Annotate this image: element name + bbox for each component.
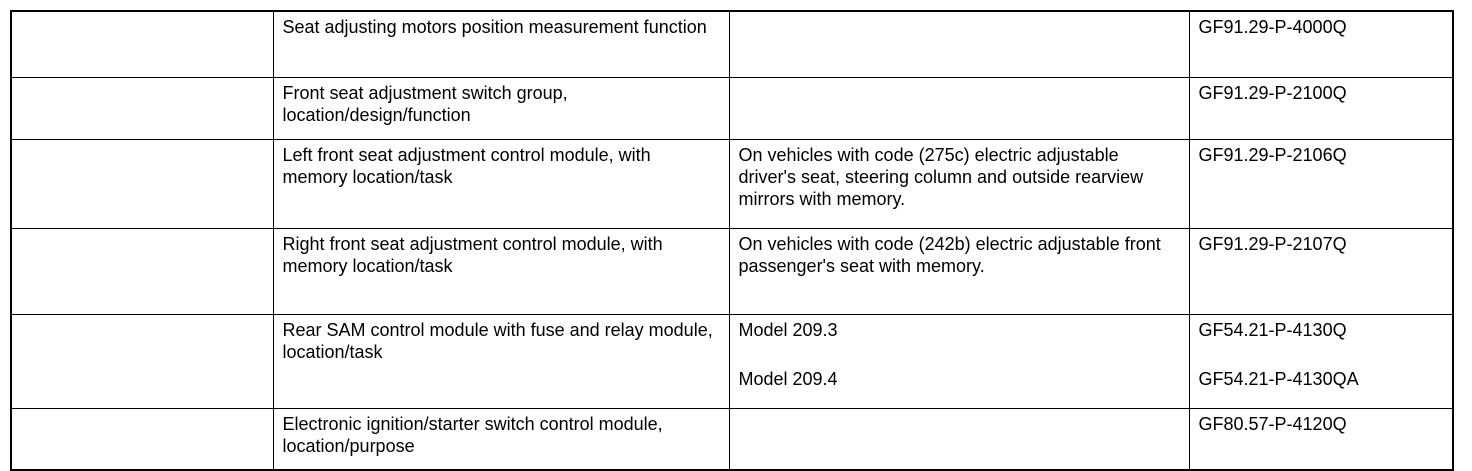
row-description-cell: Electronic ignition/starter switch contr…	[272, 408, 730, 471]
row-note-cell: On vehicles with code (242b) electric ad…	[728, 228, 1190, 315]
table-row: Electronic ignition/starter switch contr…	[10, 408, 1454, 471]
reference-table: Seat adjusting motors position measureme…	[10, 10, 1454, 471]
docref-secondary-text: GF54.21-P-4130QA	[1198, 369, 1359, 389]
row-docref-cell: GF80.57-P-4120Q	[1188, 408, 1454, 471]
row-blank-cell	[10, 314, 274, 409]
note-text: On vehicles with code (242b) electric ad…	[738, 234, 1166, 276]
row-docref-cell: GF91.29-P-2107Q	[1188, 228, 1454, 315]
table-row: Seat adjusting motors position measureme…	[10, 10, 1454, 78]
row-description-cell: Rear SAM control module with fuse and re…	[272, 314, 730, 409]
description-text: Right front seat adjustment control modu…	[282, 234, 668, 276]
row-note-cell	[728, 10, 1190, 78]
description-text: Seat adjusting motors position measureme…	[282, 17, 707, 37]
document-page: Seat adjusting motors position measureme…	[10, 10, 1454, 471]
docref-text: GF80.57-P-4120Q	[1198, 414, 1347, 434]
row-blank-cell	[10, 139, 274, 229]
row-description-cell: Left front seat adjustment control modul…	[272, 139, 730, 229]
docref-text: GF91.29-P-2107Q	[1198, 234, 1347, 254]
row-blank-cell	[10, 77, 274, 140]
row-blank-cell	[10, 10, 274, 78]
description-text: Front seat adjustment switch group, loca…	[282, 83, 573, 125]
note-secondary-text: Model 209.4	[738, 369, 838, 389]
table-row: Front seat adjustment switch group, loca…	[10, 77, 1454, 140]
row-description-cell: Front seat adjustment switch group, loca…	[272, 77, 730, 140]
docref-text: GF54.21-P-4130Q	[1198, 320, 1347, 340]
row-docref-cell: GF91.29-P-4000Q	[1188, 10, 1454, 78]
row-docref-cell: GF91.29-P-2106Q	[1188, 139, 1454, 229]
note-text: Model 209.3	[738, 320, 838, 340]
note-text: On vehicles with code (275c) electric ad…	[738, 145, 1149, 209]
row-description-cell: Seat adjusting motors position measureme…	[272, 10, 730, 78]
row-note-cell: On vehicles with code (275c) electric ad…	[728, 139, 1190, 229]
description-text: Electronic ignition/starter switch contr…	[282, 414, 668, 456]
description-text: Rear SAM control module with fuse and re…	[282, 320, 718, 362]
table-row: Right front seat adjustment control modu…	[10, 228, 1454, 315]
row-note-cell	[728, 77, 1190, 140]
docref-text: GF91.29-P-2100Q	[1198, 83, 1347, 103]
row-docref-cell: GF54.21-P-4130Q GF54.21-P-4130QA	[1188, 314, 1454, 409]
table-row: Left front seat adjustment control modul…	[10, 139, 1454, 229]
table-body: Seat adjusting motors position measureme…	[10, 10, 1454, 471]
table-row: Rear SAM control module with fuse and re…	[10, 314, 1454, 409]
row-docref-cell: GF91.29-P-2100Q	[1188, 77, 1454, 140]
docref-text: GF91.29-P-4000Q	[1198, 17, 1347, 37]
row-description-cell: Right front seat adjustment control modu…	[272, 228, 730, 315]
row-blank-cell	[10, 228, 274, 315]
docref-text: GF91.29-P-2106Q	[1198, 145, 1347, 165]
row-blank-cell	[10, 408, 274, 471]
description-text: Left front seat adjustment control modul…	[282, 145, 656, 187]
row-note-cell	[728, 408, 1190, 471]
row-note-cell: Model 209.3 Model 209.4	[728, 314, 1190, 409]
